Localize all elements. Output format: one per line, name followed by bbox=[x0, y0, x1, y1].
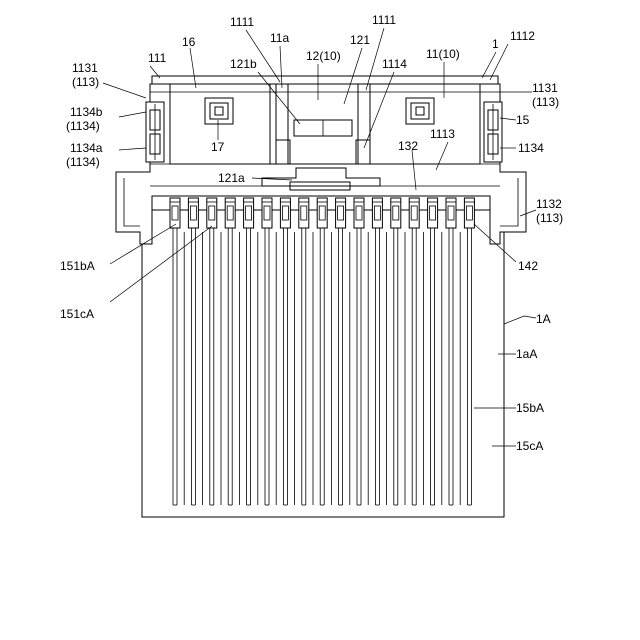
label-15cA: 15cA bbox=[516, 439, 543, 453]
leader-1131-left bbox=[103, 83, 146, 98]
label-1131-right: 1131 bbox=[532, 81, 558, 95]
terminal-contact bbox=[354, 198, 364, 228]
label-1131-left: 1131 bbox=[72, 61, 98, 75]
terminal-contact bbox=[446, 198, 456, 228]
label-1111-left: 1111 bbox=[230, 15, 254, 29]
label-1112: 1112 bbox=[510, 29, 535, 43]
terminal-contact bbox=[336, 198, 346, 228]
label-1: 1 bbox=[492, 37, 499, 51]
terminal-contact bbox=[207, 198, 217, 228]
right-square-pad bbox=[406, 98, 434, 124]
label-113-low: (113) bbox=[536, 211, 563, 225]
label-1132: 1132 bbox=[536, 197, 562, 211]
cable-conductor-lines bbox=[173, 228, 471, 505]
label-121: 121 bbox=[350, 33, 370, 47]
terminal-contact bbox=[428, 198, 438, 228]
leader-11a bbox=[280, 46, 282, 88]
label-1113: 1113 bbox=[430, 127, 455, 141]
label-1134b: 1134b bbox=[70, 105, 103, 119]
leader-151cA bbox=[110, 226, 212, 302]
label-121b: 121b bbox=[230, 57, 257, 71]
reference-labels: 1131 (113) 111 16 1111 11a 1111 121 121b… bbox=[60, 13, 563, 453]
label-1134-b: (1134) bbox=[66, 119, 100, 133]
terminal-contact bbox=[372, 198, 382, 228]
label-1134a: 1134a bbox=[70, 141, 103, 155]
label-121a: 121a bbox=[218, 171, 245, 185]
housing-top-band bbox=[152, 76, 498, 84]
terminal-row bbox=[170, 198, 474, 228]
terminal-contact bbox=[317, 198, 327, 228]
label-151cA: 151cA bbox=[60, 307, 94, 321]
terminal-contact bbox=[170, 198, 180, 228]
leader-1A bbox=[504, 316, 536, 324]
left-square-pad-17 bbox=[205, 98, 233, 124]
terminal-contact bbox=[262, 198, 272, 228]
label-151bA: 151bA bbox=[60, 259, 95, 273]
label-142: 142 bbox=[518, 259, 538, 273]
terminal-contact bbox=[225, 198, 235, 228]
label-111: 111 bbox=[148, 51, 167, 65]
terminal-contact bbox=[391, 198, 401, 228]
label-113-right: (113) bbox=[532, 95, 559, 109]
leader-1 bbox=[482, 52, 496, 78]
label-12-10: 12(10) bbox=[306, 49, 341, 63]
label-1111-right: 1111 bbox=[372, 13, 396, 27]
terminal-contact bbox=[299, 198, 309, 228]
leader-16 bbox=[190, 48, 196, 88]
label-17: 17 bbox=[211, 140, 225, 154]
label-1114: 1114 bbox=[382, 57, 407, 71]
label-11-10: 11(10) bbox=[426, 47, 460, 61]
label-11a: 11a bbox=[270, 31, 289, 45]
label-1134: 1134 bbox=[518, 141, 544, 155]
terminal-contact bbox=[280, 198, 290, 228]
flat-cable-body bbox=[142, 210, 504, 517]
terminal-contact bbox=[464, 198, 474, 228]
label-132: 132 bbox=[398, 139, 418, 153]
label-113-left: (113) bbox=[72, 75, 99, 89]
leader-1134a bbox=[119, 148, 146, 150]
label-15: 15 bbox=[516, 113, 530, 127]
label-16: 16 bbox=[182, 35, 196, 49]
label-1aA: 1aA bbox=[516, 347, 537, 361]
leader-1134b bbox=[119, 112, 146, 117]
terminal-contact bbox=[244, 198, 254, 228]
terminal-contact bbox=[409, 198, 419, 228]
label-15bA: 15bA bbox=[516, 401, 544, 415]
terminal-contact bbox=[188, 198, 198, 228]
label-1A: 1A bbox=[536, 312, 551, 326]
label-1134-a: (1134) bbox=[66, 155, 100, 169]
